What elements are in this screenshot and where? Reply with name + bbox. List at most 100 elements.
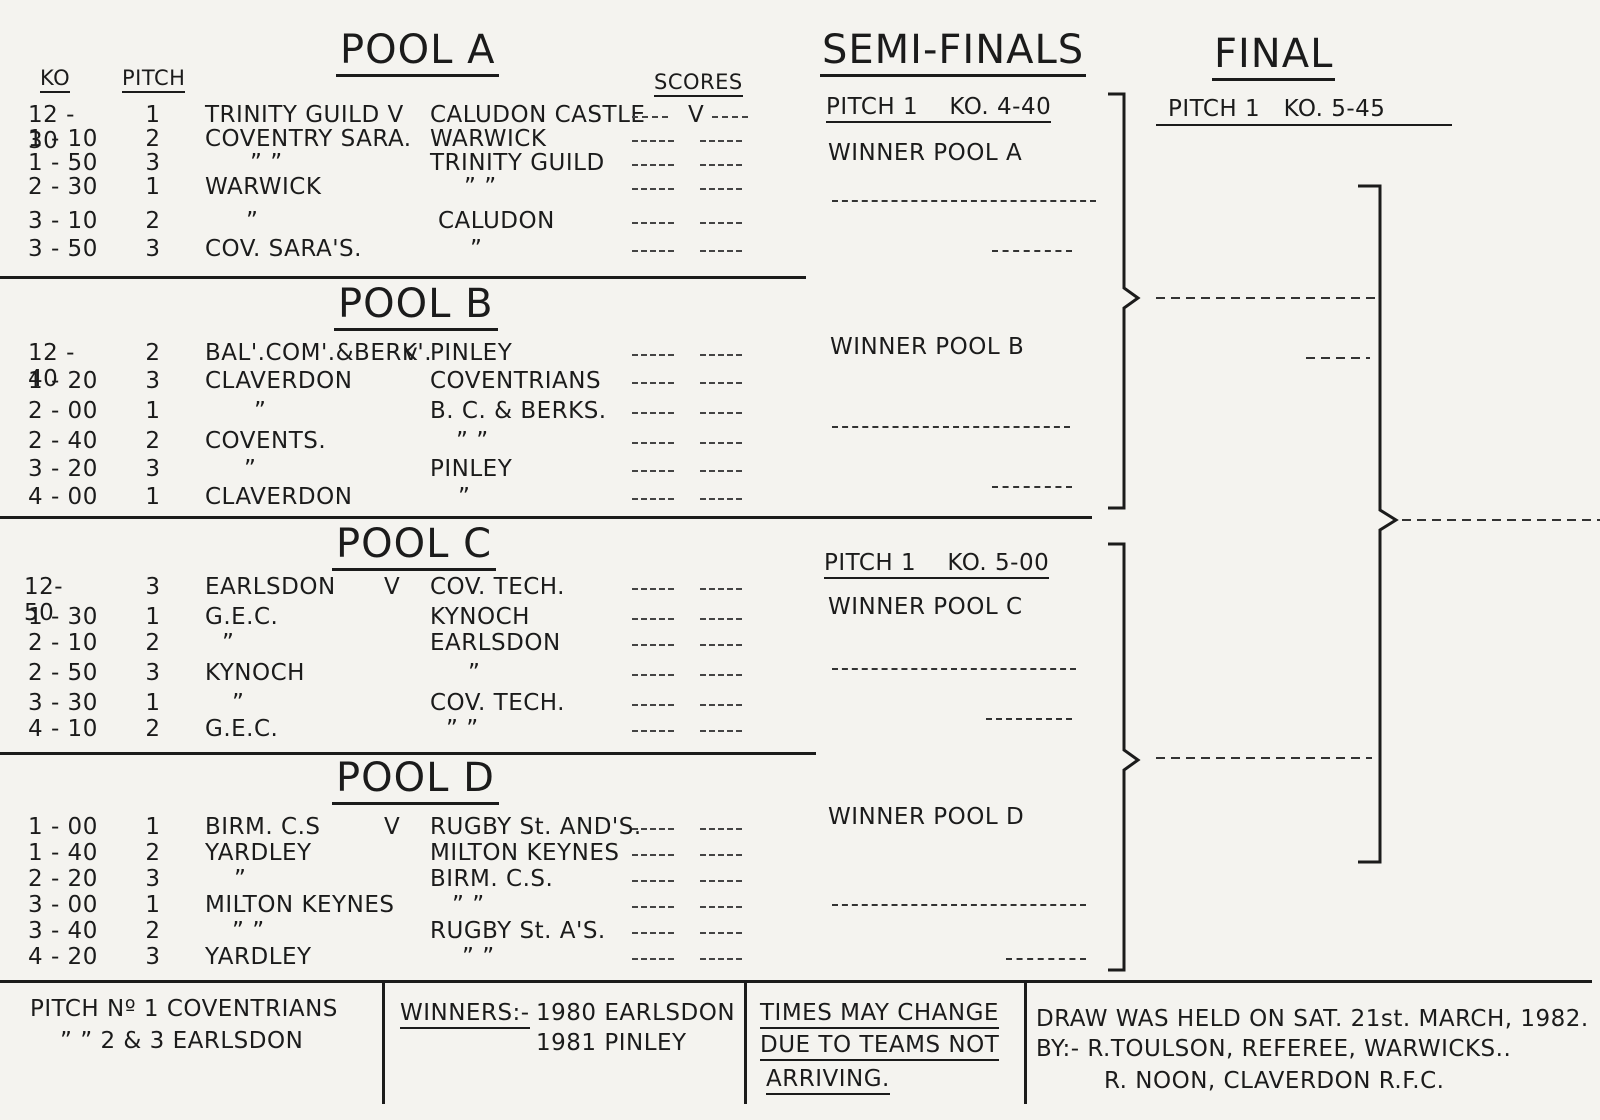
home-team: ” — [254, 398, 267, 424]
separator-footer — [0, 980, 1592, 983]
footer-times-2: DUE TO TEAMS NOT — [760, 1032, 1000, 1061]
score-home[interactable] — [632, 932, 674, 934]
away-team: ” ” — [446, 716, 479, 742]
ko-time: 3 - 50 — [28, 236, 98, 262]
semi-top-pitch-label: PITCH 1 — [826, 94, 919, 120]
ko-time: 1 - 40 — [28, 840, 98, 866]
home-team: MILTON KEYNES — [205, 892, 395, 918]
score-away[interactable] — [700, 188, 742, 190]
semi-top-entry-a[interactable] — [832, 200, 1096, 202]
score-home[interactable] — [632, 704, 674, 706]
semi-top-winner-a: WINNER POOL A — [828, 140, 1023, 166]
score-home[interactable] — [632, 470, 674, 472]
score-away[interactable] — [712, 116, 748, 118]
footer-draw-3: R. NOON, CLAVERDON R.F.C. — [1104, 1068, 1445, 1094]
semi-top-pitch: PITCH 1 KO. 4-40 — [826, 94, 1052, 123]
score-home[interactable] — [632, 906, 674, 908]
score-home[interactable] — [632, 674, 674, 676]
score-home[interactable] — [632, 250, 674, 252]
away-team: PINLEY — [430, 456, 513, 482]
semi-bottom-ko: KO. 5-00 — [947, 550, 1050, 576]
score-home[interactable] — [632, 828, 674, 830]
ko-time: 12 - 30 — [28, 102, 75, 154]
semi-bottom-entry-d[interactable] — [832, 904, 1086, 906]
score-away[interactable] — [700, 412, 742, 414]
score-away[interactable] — [700, 704, 742, 706]
score-home[interactable] — [632, 644, 674, 646]
semi-bottom-entry-c[interactable] — [832, 668, 1076, 670]
score-away[interactable] — [700, 498, 742, 500]
score-home[interactable] — [632, 354, 674, 356]
ko-time: 2 - 00 — [28, 398, 98, 424]
pool-b-title: POOL B — [334, 282, 498, 331]
home-team: EARLSDON — [205, 574, 336, 600]
score-home[interactable] — [632, 880, 674, 882]
ko-time: 1 - 30 — [28, 604, 98, 630]
score-home[interactable] — [632, 958, 674, 960]
score-away[interactable] — [700, 618, 742, 620]
score-away[interactable] — [700, 674, 742, 676]
pitch-number: 3 — [145, 150, 161, 176]
semi-top-winner-b: WINNER POOL B — [830, 334, 1025, 360]
score-away[interactable] — [700, 854, 742, 856]
away-team: ” — [470, 236, 483, 262]
semi-bottom-pitch: PITCH 1 KO. 5-00 — [824, 550, 1050, 579]
semi-top-entry-b[interactable] — [832, 426, 1070, 428]
home-team: YARDLEY — [205, 840, 312, 866]
score-away[interactable] — [700, 222, 742, 224]
footer-pitch-line-1: PITCH Nº 1 COVENTRIANS — [30, 996, 338, 1022]
home-team: ” — [246, 208, 259, 234]
separator-bc — [0, 516, 1092, 519]
semi-bottom-score[interactable] — [986, 718, 1072, 720]
score-home[interactable] — [632, 412, 674, 414]
pool-c-title: POOL C — [332, 522, 497, 571]
score-away[interactable] — [700, 644, 742, 646]
bracket-lines — [1108, 92, 1600, 972]
semi-top-score[interactable] — [992, 250, 1072, 252]
score-away[interactable] — [700, 354, 742, 356]
score-home[interactable] — [632, 140, 674, 142]
score-away[interactable] — [700, 588, 742, 590]
score-away[interactable] — [700, 442, 742, 444]
score-home[interactable] — [632, 588, 674, 590]
semi-top-score-b[interactable] — [992, 486, 1072, 488]
score-away[interactable] — [700, 880, 742, 882]
away-team: MILTON KEYNES — [430, 840, 620, 866]
ko-time: 4 - 00 — [28, 484, 98, 510]
score-home[interactable] — [632, 498, 674, 500]
score-home[interactable] — [632, 164, 674, 166]
ko-time: 1 - 00 — [28, 814, 98, 840]
score-home[interactable] — [632, 116, 668, 118]
score-away[interactable] — [700, 730, 742, 732]
footer-divider-1 — [382, 980, 385, 1104]
score-home[interactable] — [632, 442, 674, 444]
pitch-number: 2 — [145, 208, 161, 234]
score-home[interactable] — [632, 618, 674, 620]
footer-divider-3 — [1024, 980, 1027, 1104]
score-away[interactable] — [700, 828, 742, 830]
semi-bottom-score-d[interactable] — [1006, 958, 1086, 960]
score-away[interactable] — [700, 932, 742, 934]
score-home[interactable] — [632, 854, 674, 856]
score-away[interactable] — [700, 382, 742, 384]
score-home[interactable] — [632, 730, 674, 732]
score-away[interactable] — [700, 470, 742, 472]
score-home[interactable] — [632, 188, 674, 190]
pitch-number: 3 — [145, 660, 161, 686]
score-away[interactable] — [700, 906, 742, 908]
away-team: BIRM. C.S. — [430, 866, 554, 892]
score-away[interactable] — [700, 164, 742, 166]
away-team: COVENTRIANS — [430, 368, 602, 394]
home-team: BIRM. C.S — [205, 814, 321, 840]
score-home[interactable] — [632, 382, 674, 384]
score-away[interactable] — [700, 250, 742, 252]
score-away[interactable] — [700, 958, 742, 960]
score-away[interactable] — [700, 140, 742, 142]
score-home[interactable] — [632, 222, 674, 224]
pitch-number: 2 — [145, 340, 161, 366]
